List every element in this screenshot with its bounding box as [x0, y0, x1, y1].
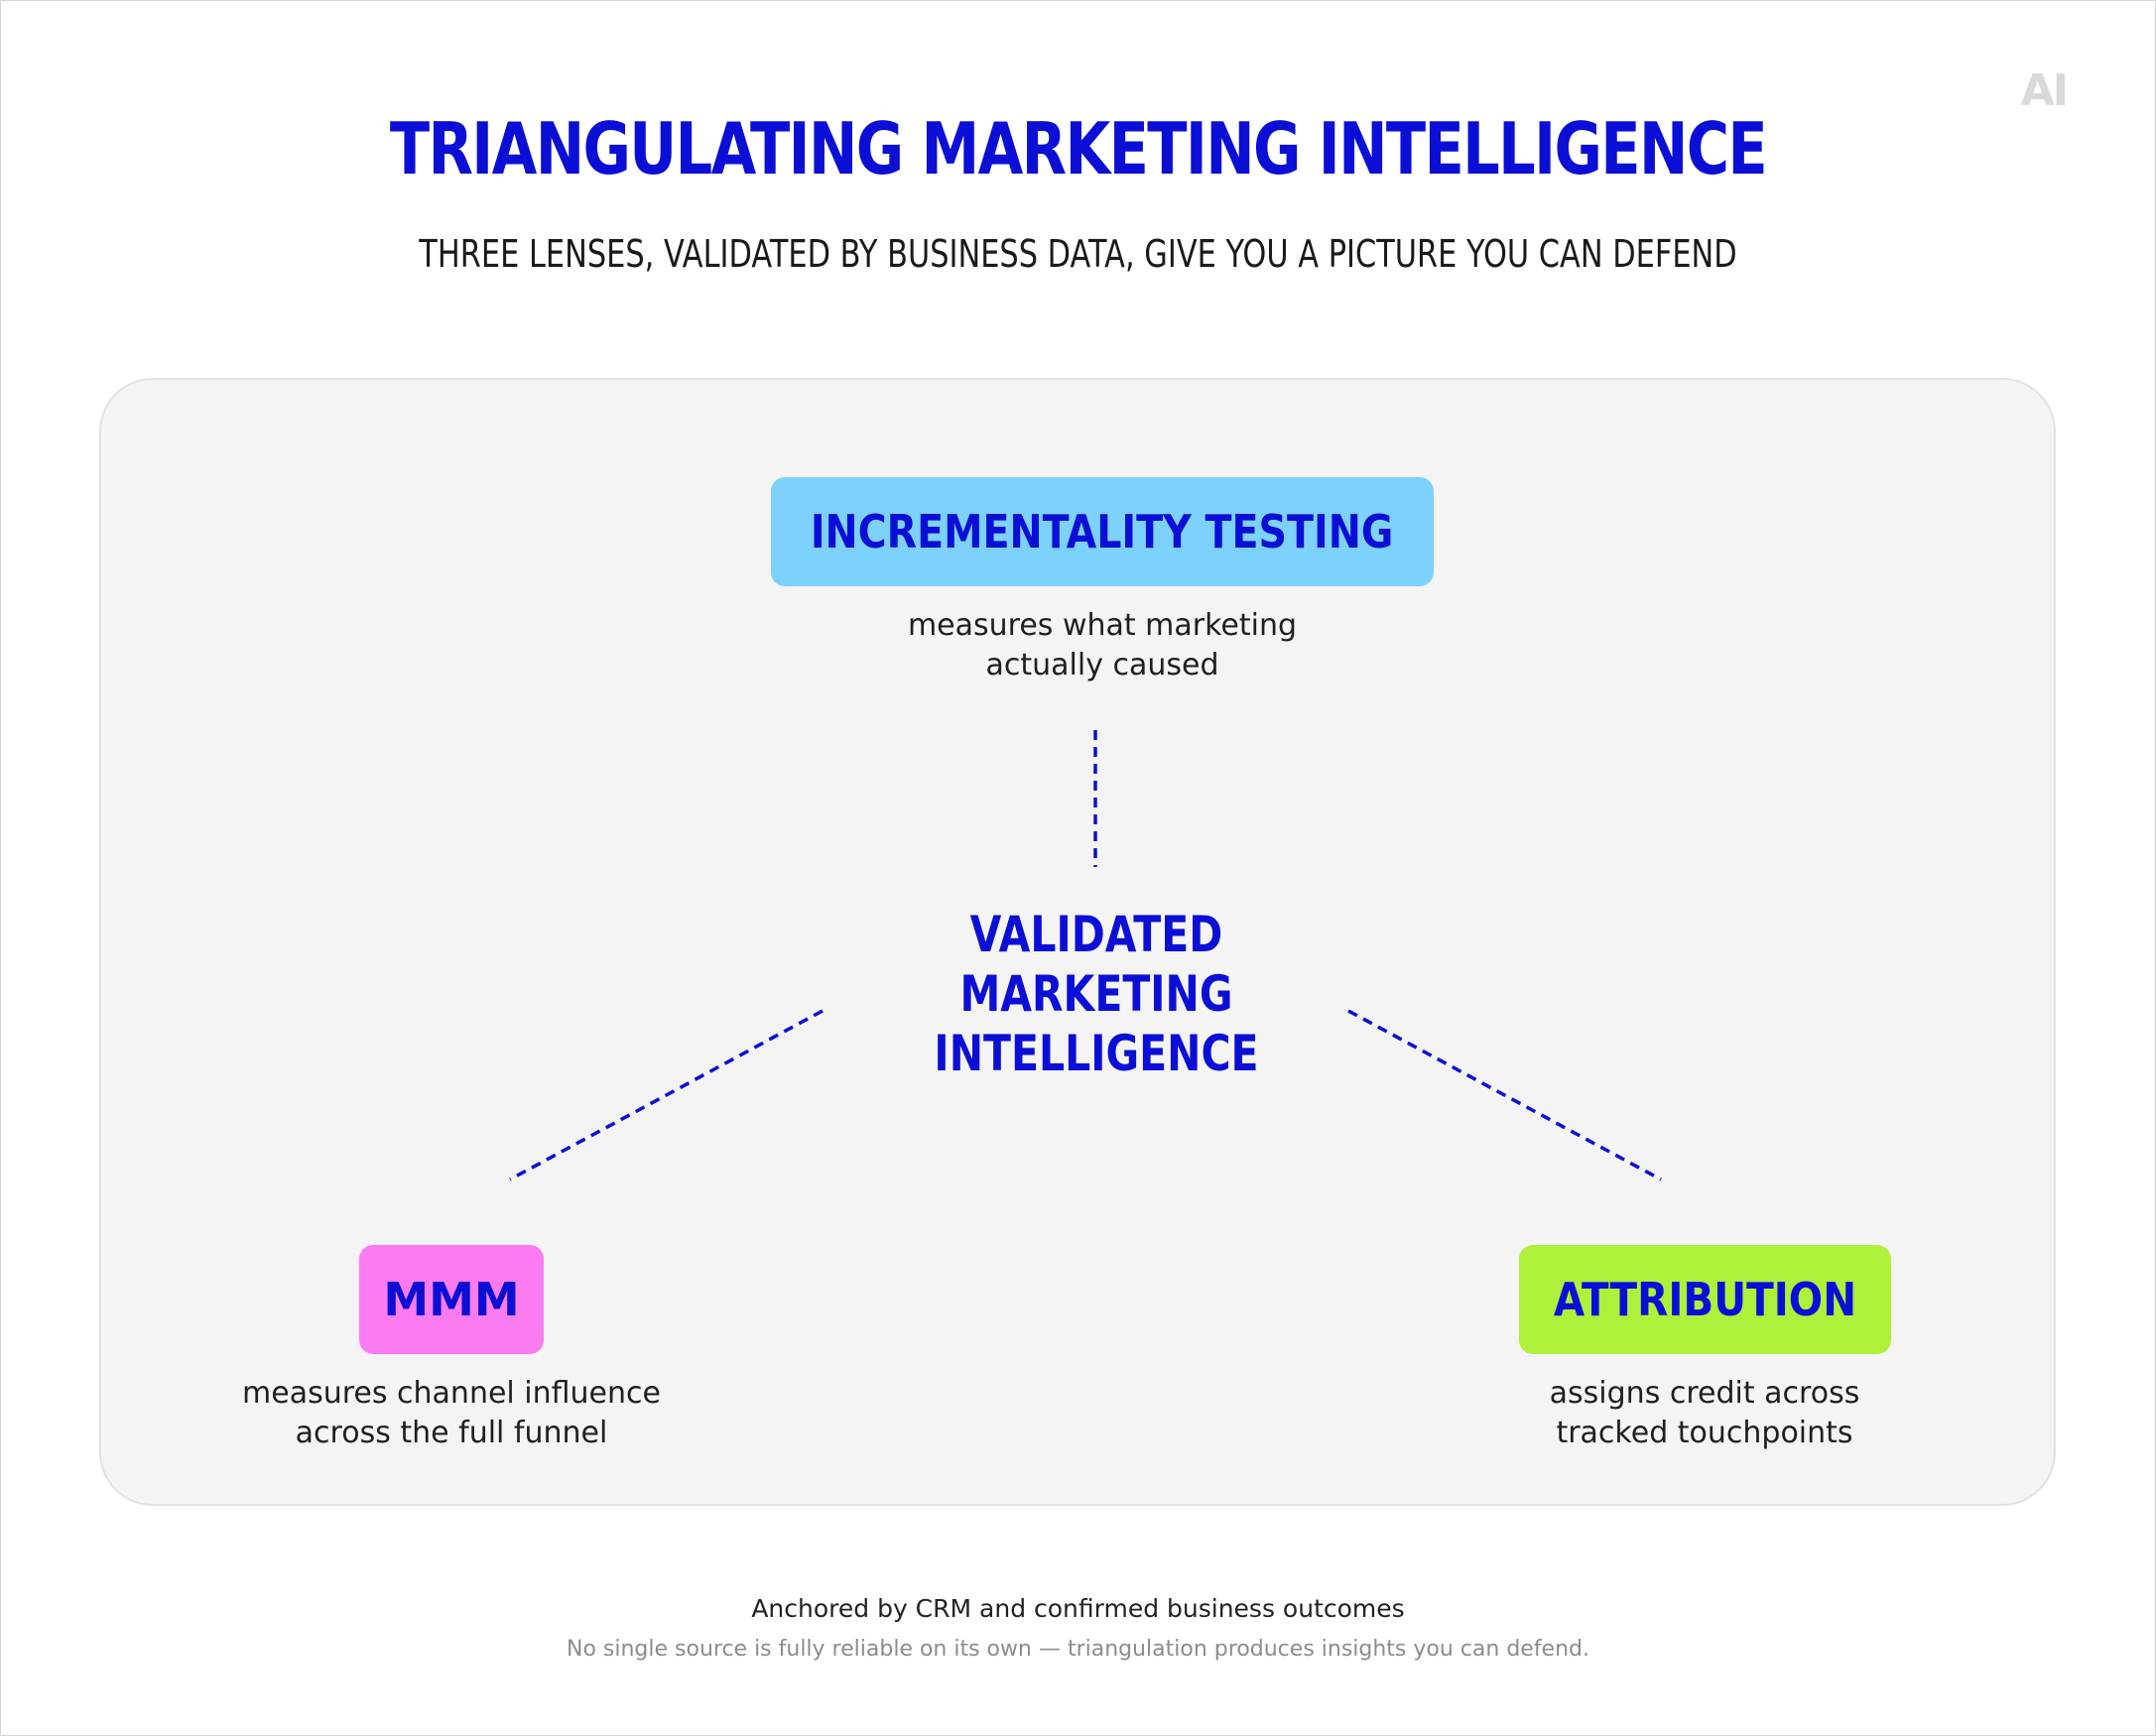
- description-line: tracked touchpoints: [1556, 1416, 1853, 1450]
- mmm-description: measures channel influence across the fu…: [154, 1374, 749, 1453]
- incrementality-testing-node: INCREMENTALITY TESTING: [771, 477, 1434, 586]
- description-line: measures what marketing: [907, 608, 1298, 643]
- mmm-node: MMM: [359, 1245, 544, 1354]
- attribution-node: ATTRIBUTION: [1519, 1245, 1891, 1354]
- page-subtitle: THREE LENSES, VALIDATED BY BUSINESS DATA…: [419, 232, 1737, 276]
- description-line: across the full funnel: [295, 1416, 608, 1450]
- center-line: INTELLIGENCE: [934, 1025, 1259, 1082]
- center-line: VALIDATED: [969, 906, 1223, 963]
- mmm-label: MMM: [383, 1273, 520, 1326]
- description-line: assigns credit across: [1549, 1376, 1860, 1411]
- description-line: actually caused: [985, 648, 1219, 682]
- brand-logo: AI: [2020, 65, 2069, 116]
- footer-anchor-text: Anchored by CRM and confirmed business o…: [751, 1594, 1405, 1623]
- attribution-description: assigns credit across tracked touchpoint…: [1407, 1374, 2002, 1453]
- incrementality-testing-description: measures what marketing actually caused: [805, 606, 1400, 685]
- description-line: measures channel influence: [242, 1376, 661, 1411]
- center-line: MARKETING: [959, 965, 1233, 1023]
- page-title: TRIANGULATING MARKETING INTELLIGENCE: [389, 107, 1768, 190]
- incrementality-testing-label: INCREMENTALITY TESTING: [811, 505, 1394, 558]
- footer-note: No single source is fully reliable on it…: [566, 1637, 1589, 1662]
- attribution-label: ATTRIBUTION: [1553, 1273, 1857, 1326]
- validated-marketing-intelligence: VALIDATED MARKETING INTELLIGENCE: [848, 905, 1344, 1083]
